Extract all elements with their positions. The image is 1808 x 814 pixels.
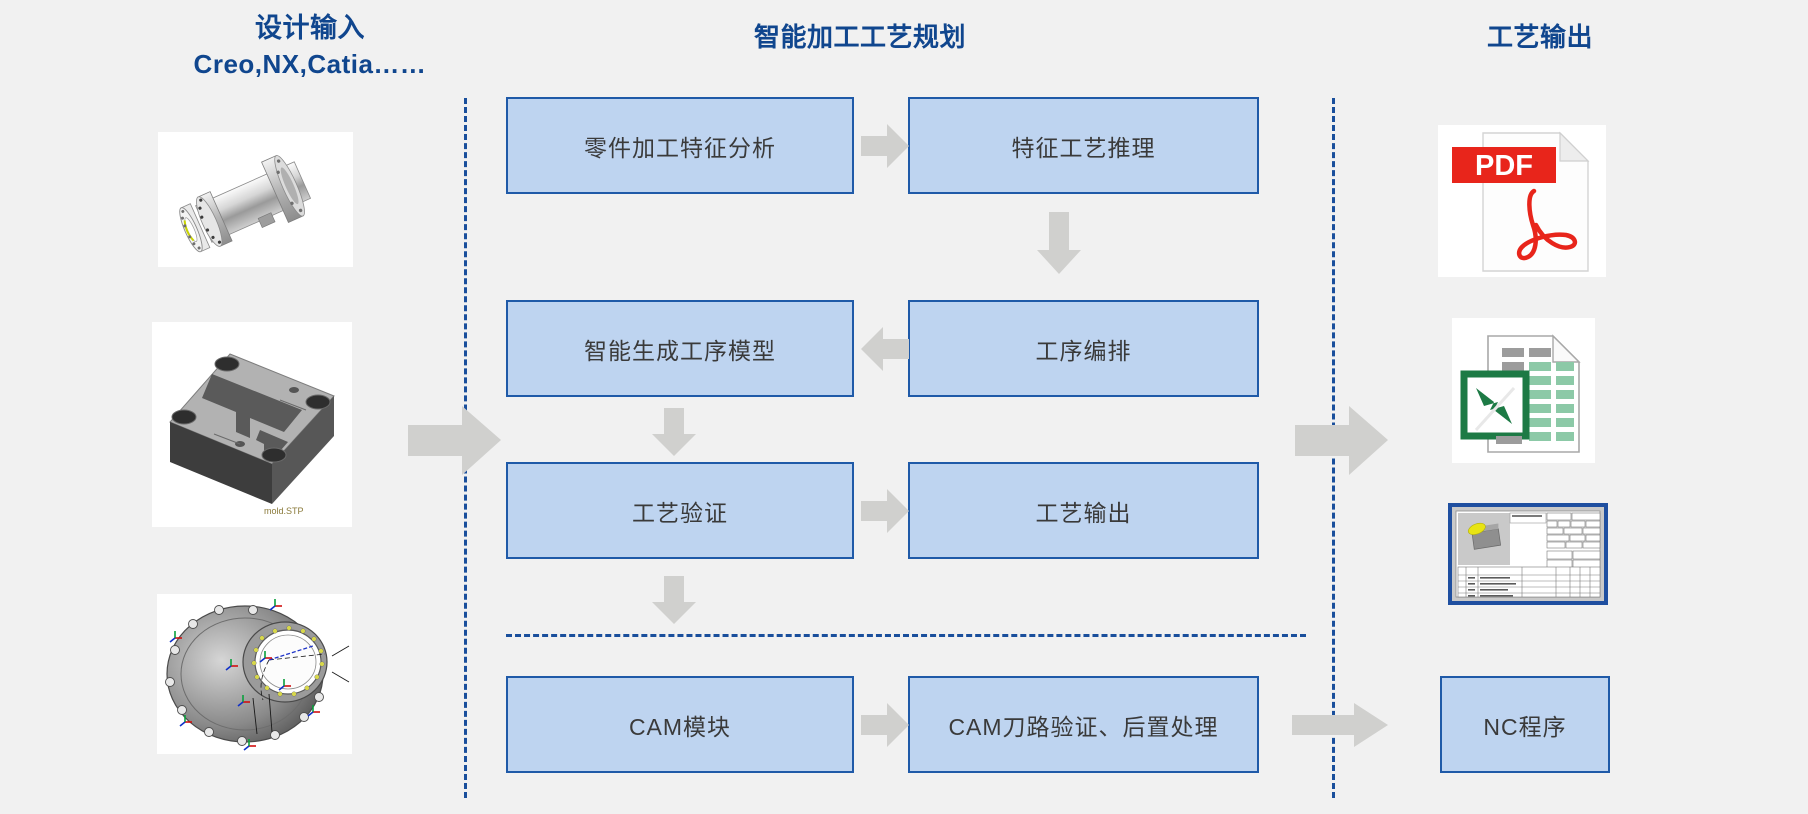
cad-thumbnail-engine-casing	[157, 594, 352, 754]
arrow-right-design-input-to-planning	[408, 403, 501, 478]
pdf-label-text: PDF	[1475, 150, 1533, 182]
process-box-nc-program[interactable]: NC程序	[1440, 676, 1610, 773]
process-box-cam-toolpath[interactable]: CAM刀路验证、后置处理	[908, 676, 1259, 773]
header-design-input-line1: 设计输入	[255, 13, 365, 43]
header-design-input-line2: Creo,NX,Catia……	[193, 49, 427, 79]
arrow-down-genmodel-to-verify	[650, 408, 698, 456]
arrow-right-cam-to-toolpath	[861, 701, 909, 749]
arrow-right-toolpath-to-nc	[1292, 701, 1388, 749]
cad-thumbnail-mold-block: mold.STP	[152, 322, 352, 527]
process-box-operation-sequencing[interactable]: 工序编排	[908, 300, 1259, 397]
arrow-down-verify-to-cam	[650, 576, 698, 624]
arrow-right-planning-to-output	[1295, 403, 1388, 478]
header-planning: 智能加工工艺规划	[753, 22, 966, 52]
process-box-cam-module[interactable]: CAM模块	[506, 676, 854, 773]
arrow-down-reasoning-to-sequencing	[1035, 212, 1083, 274]
excel-file-icon	[1452, 318, 1595, 463]
header-design-input: 设计输入 Creo,NX,Catia……	[100, 10, 520, 82]
svg-text:mold.STP: mold.STP	[264, 506, 304, 516]
process-box-feature-analysis[interactable]: 零件加工特征分析	[506, 97, 854, 194]
process-box-process-verification[interactable]: 工艺验证	[506, 462, 854, 559]
process-sheet-drawing-thumbnail	[1448, 503, 1608, 605]
arrow-left-sequencing-to-genmodel	[861, 325, 909, 373]
process-box-feature-reasoning[interactable]: 特征工艺推理	[908, 97, 1259, 194]
arrow-right-verify-to-output	[861, 487, 909, 535]
process-box-generate-model[interactable]: 智能生成工序模型	[506, 300, 854, 397]
header-process-output: 工艺输出	[1486, 22, 1593, 52]
process-box-process-output[interactable]: 工艺输出	[908, 462, 1259, 559]
divider-middle-dashed	[506, 634, 1306, 637]
cad-thumbnail-shaft-flange	[158, 132, 353, 267]
pdf-file-icon: PDF	[1438, 125, 1606, 277]
arrow-right-feature-to-reasoning	[861, 122, 909, 170]
